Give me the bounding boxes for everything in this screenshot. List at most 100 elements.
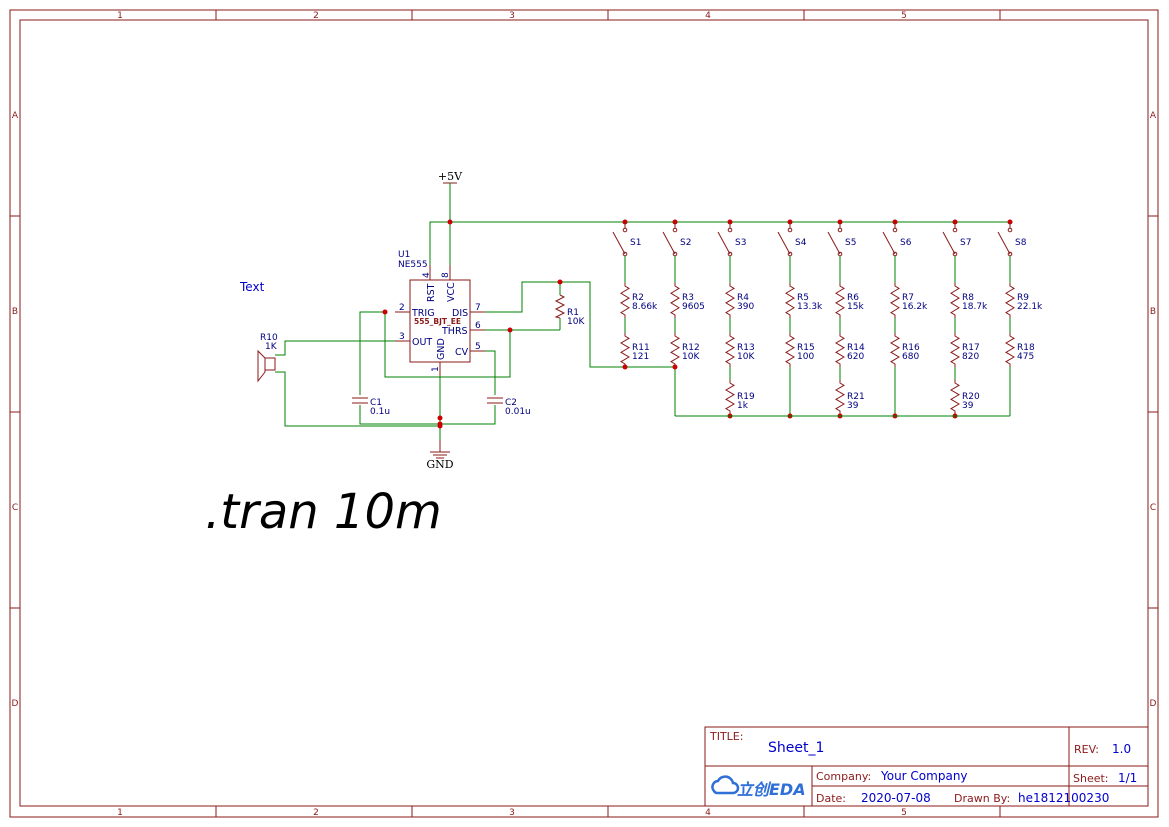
pin-rst-num: 4	[422, 272, 432, 278]
lower-value-1: 121	[632, 352, 649, 362]
upper-value-4: 13.3k	[797, 302, 823, 312]
lower-ref-6: R16	[902, 343, 920, 353]
switch-4[interactable]: S4	[777, 222, 807, 257]
r1-ref: R1	[567, 308, 579, 318]
switch-resistor-ladder: S1R28.66kR11121S2R39605R1210KS3R4390R131…	[612, 219, 1043, 419]
switch-8[interactable]: S8	[997, 222, 1027, 257]
zone-col-3-bottom: 3	[509, 808, 515, 818]
lower-ref-4: R15	[797, 343, 815, 353]
lower-value-2: 10K	[682, 352, 700, 362]
pin-gnd-num: 1	[431, 366, 441, 372]
zone-col-4-top: 4	[705, 11, 711, 21]
r10-ref: R10	[260, 333, 278, 343]
lower-value-3: 10K	[737, 352, 755, 362]
c1-value: 0.1u	[370, 407, 390, 417]
switch-2-label: S2	[680, 238, 691, 248]
switch-6-label: S6	[900, 238, 912, 248]
timer-part: NE555	[398, 260, 428, 270]
rev-label: REV:	[1074, 743, 1099, 756]
lower-ref-2: R12	[682, 343, 700, 353]
lower-value-5: 620	[847, 352, 864, 362]
pin-trig-num: 2	[399, 303, 405, 313]
lower-value-4: 100	[797, 352, 814, 362]
switch-7[interactable]: S7	[942, 222, 971, 257]
lower-value-8: 475	[1017, 352, 1034, 362]
c1-ref: C1	[370, 398, 382, 408]
switch-3[interactable]: S3	[717, 222, 746, 257]
pin-dis-name: DIS	[452, 308, 468, 319]
pin-rst-name: RST	[426, 283, 437, 302]
ground-symbol: GND	[426, 440, 454, 471]
switch-5[interactable]: S5	[827, 222, 856, 257]
sheet-label: Sheet:	[1073, 772, 1109, 785]
timer-u1[interactable]: U1 NE555 555_BJT_EE TRIG OUT DIS THRS CV…	[395, 250, 485, 376]
resistor-r1[interactable]: R1 10K	[554, 294, 585, 327]
zone-row-c-right: C	[1150, 503, 1156, 513]
switch-2[interactable]: S2	[662, 222, 691, 257]
upper-ref-1: R2	[632, 293, 644, 303]
pin-vcc-num: 8	[441, 272, 451, 278]
pin-vcc-name: VCC	[446, 282, 457, 302]
switch-6[interactable]: S6	[882, 222, 912, 257]
zone-column-labels: 1 2 3 4 5 1 2 3 4 5	[117, 11, 907, 818]
sheet-title: Sheet_1	[768, 740, 824, 756]
lower-ref-7: R17	[962, 343, 980, 353]
logo-text: 立创EDA	[737, 780, 806, 799]
upper-value-2: 9605	[682, 302, 705, 312]
resistor-upper-1[interactable]: R28.66k	[620, 283, 658, 318]
cloud-icon	[711, 775, 740, 795]
speaker-r10[interactable]: R10 1K	[257, 333, 278, 383]
eda-logo: 立创EDA	[711, 775, 806, 799]
upper-value-6: 16.2k	[902, 302, 928, 312]
r10-value: 1K	[265, 342, 278, 352]
upper-value-1: 8.66k	[632, 302, 658, 312]
pin-dis-num: 7	[475, 303, 481, 313]
extra-value-7: 39	[962, 401, 974, 411]
lower-ref-1: R11	[632, 343, 650, 353]
date-label: Date:	[816, 792, 846, 805]
switch-8-label: S8	[1015, 238, 1027, 248]
upper-ref-7: R8	[962, 293, 974, 303]
drawn-by-label: Drawn By:	[954, 792, 1010, 805]
lower-ref-5: R14	[847, 343, 865, 353]
upper-ref-2: R3	[682, 293, 694, 303]
switch-1-label: S1	[630, 238, 641, 248]
extra-ref-3: R19	[737, 392, 755, 402]
junctions	[382, 219, 678, 429]
company-label: Company:	[816, 770, 871, 783]
switch-1[interactable]: S1	[612, 222, 641, 257]
zone-col-5-top: 5	[901, 11, 907, 21]
pin-cv-num: 5	[475, 342, 481, 352]
capacitor-c1[interactable]: C1 0.1u	[352, 397, 390, 417]
r1-value: 10K	[567, 317, 585, 327]
extra-ref-7: R20	[962, 392, 980, 402]
date-value: 2020-07-08	[861, 791, 931, 805]
title-block: TITLE: Sheet_1 REV: 1.0 Company: Your Co…	[704, 726, 1149, 807]
capacitor-c2[interactable]: C2 0.01u	[487, 397, 531, 417]
zone-col-4-bottom: 4	[705, 808, 711, 818]
zone-col-5-bottom: 5	[901, 808, 907, 818]
switch-4-label: S4	[795, 238, 807, 248]
c2-value: 0.01u	[505, 407, 531, 417]
